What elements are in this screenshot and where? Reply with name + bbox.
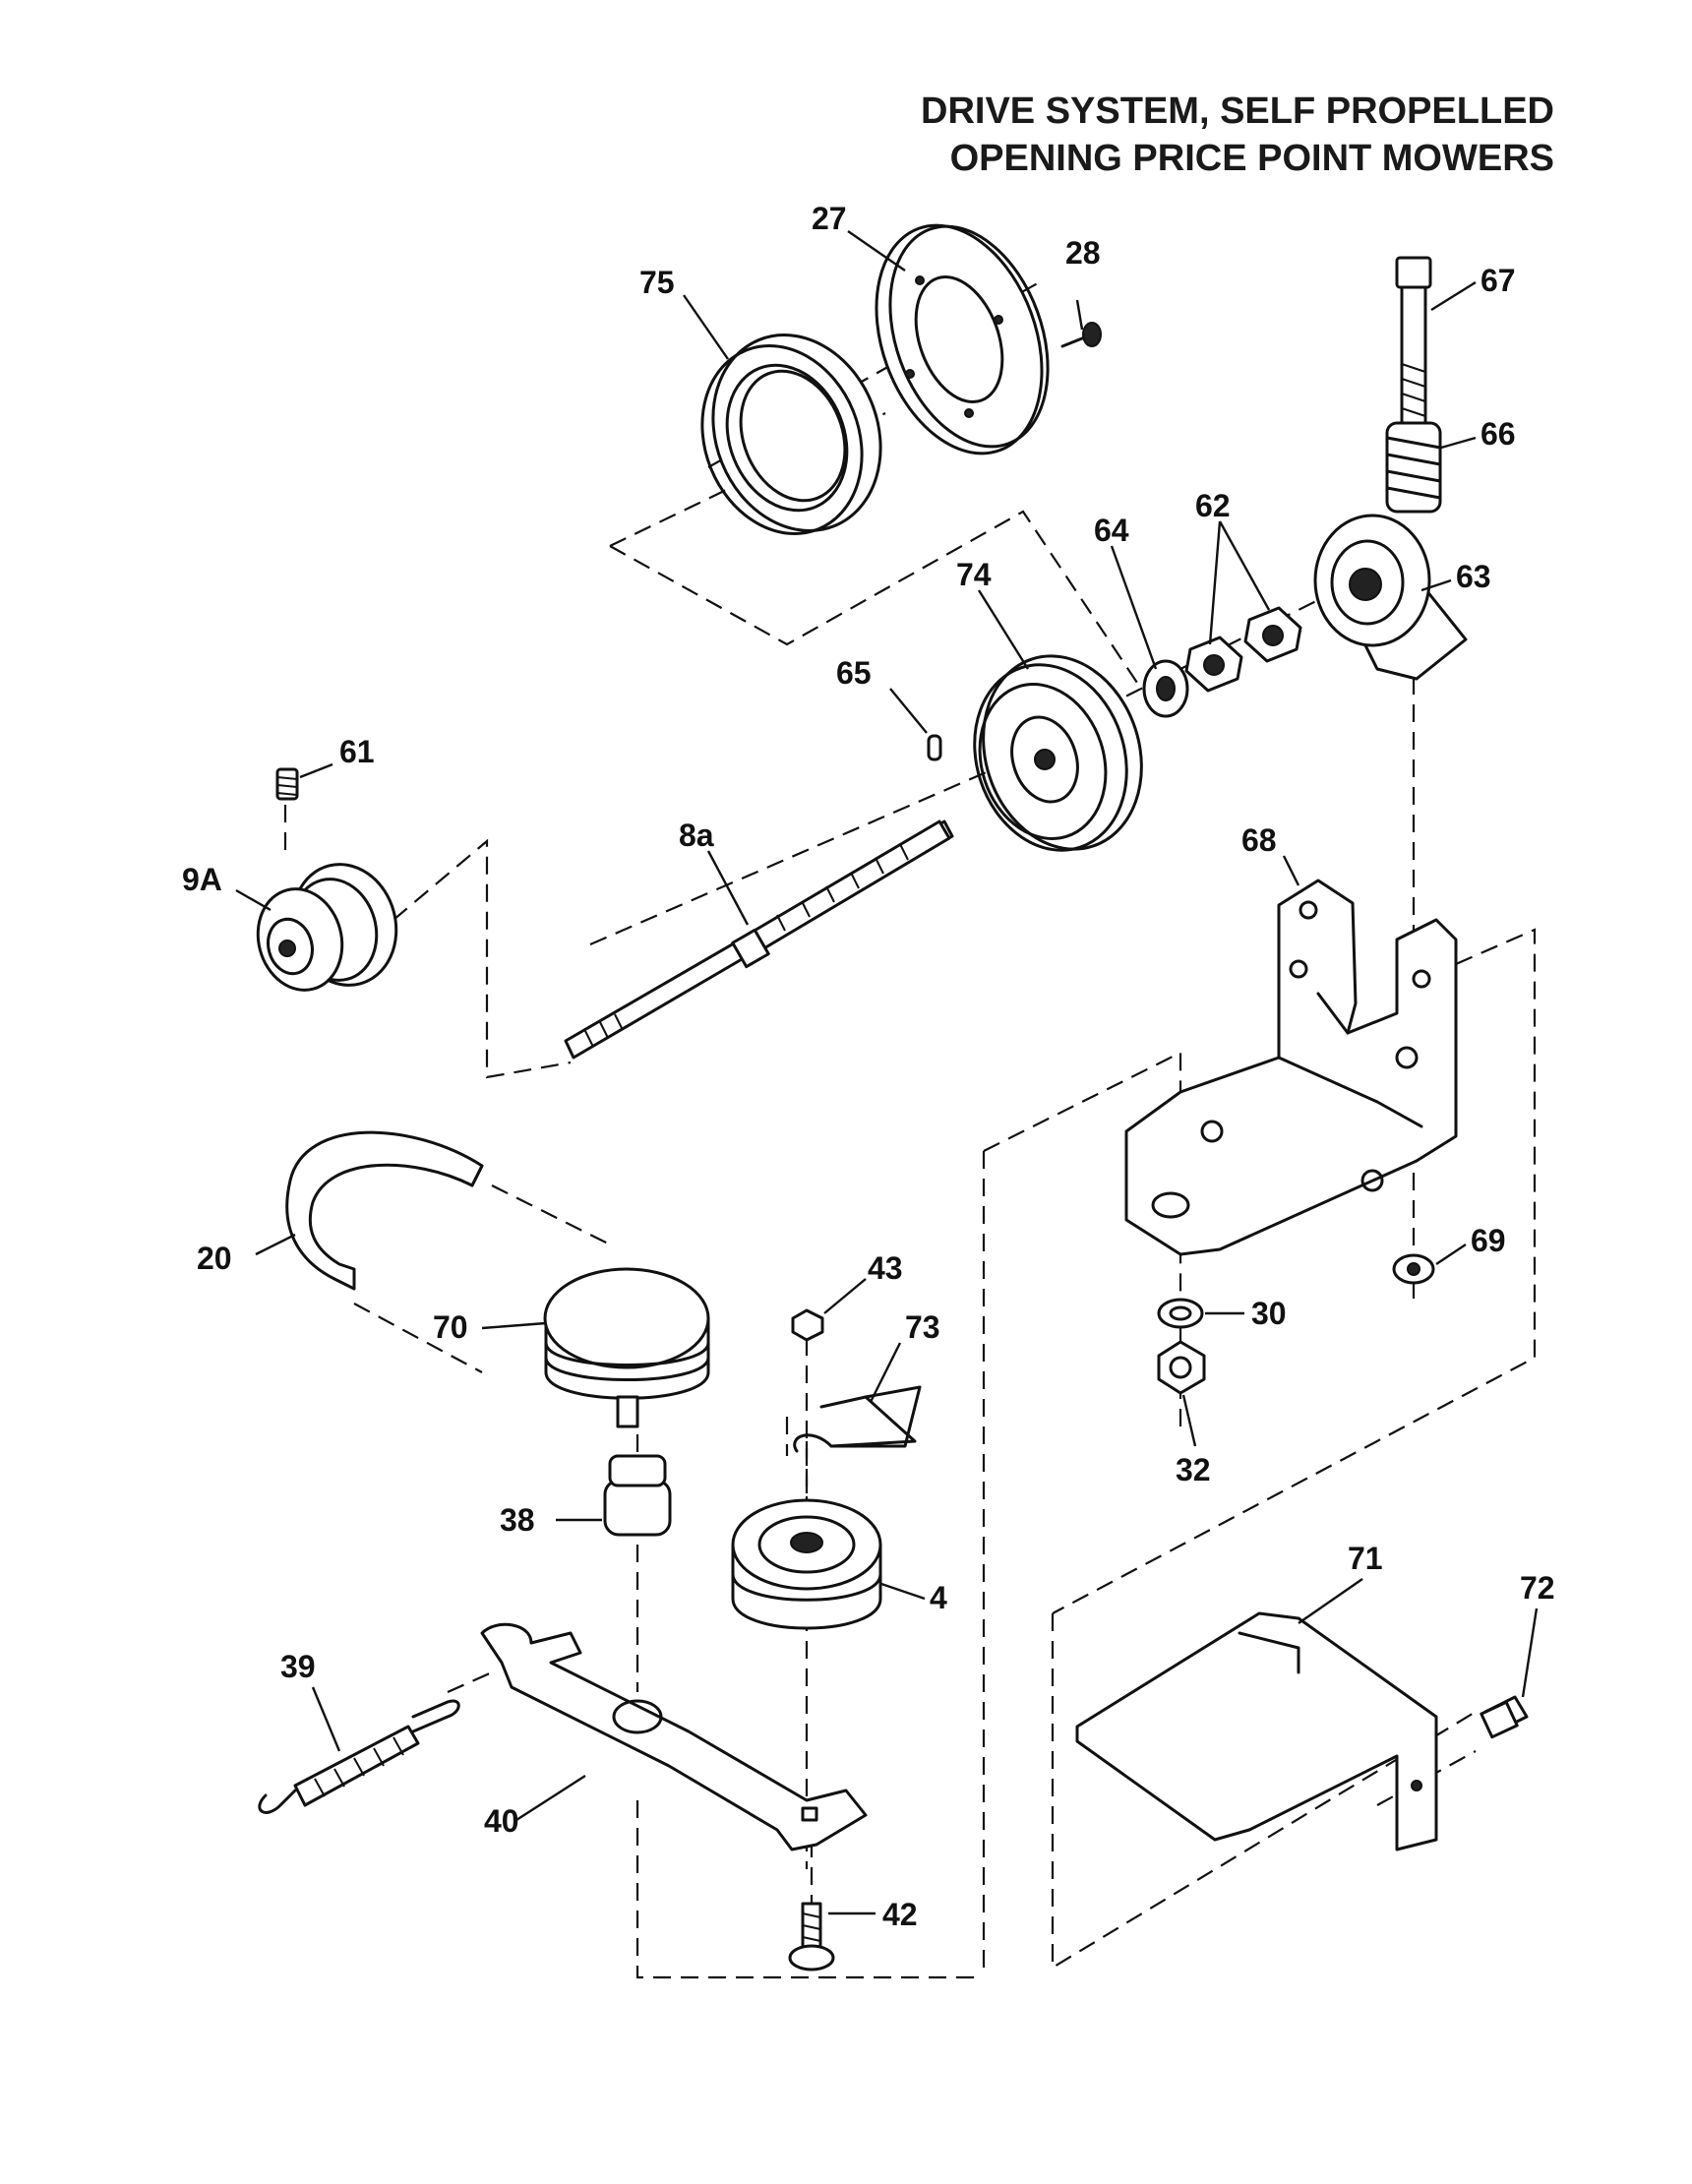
callout-70: 70 [433, 1309, 468, 1345]
callout-68: 68 [1241, 822, 1277, 858]
part-30-lock-washer [1157, 1298, 1204, 1329]
callout-38: 38 [500, 1502, 535, 1538]
callout-43: 43 [868, 1250, 903, 1286]
callout-66: 66 [1480, 416, 1516, 452]
part-28-screw [1060, 322, 1102, 348]
part-71-plate-bracket [1075, 1611, 1438, 1851]
callout-61: 61 [339, 734, 375, 769]
callout-73: 73 [905, 1309, 940, 1345]
callout-8a: 8a [679, 818, 714, 853]
callout-32: 32 [1176, 1452, 1211, 1487]
callout-64: 64 [1094, 513, 1129, 548]
part-9a-drive-pulley [256, 863, 398, 992]
callout-67: 67 [1480, 263, 1516, 298]
part-8a-drive-shaft [564, 819, 954, 1060]
part-65-key [927, 734, 942, 761]
part-66-spring [1385, 421, 1442, 514]
part-27-flange-plate [875, 223, 1050, 455]
part-72-screw [1480, 1695, 1529, 1739]
part-42-shoulder-bolt [788, 1902, 835, 1972]
diagram-title-line1: DRIVE SYSTEM, SELF PROPELLED [921, 91, 1554, 132]
callout-labels: 27 28 75 67 66 62 64 74 63 65 61 9A 8a 6… [182, 201, 1555, 1932]
callout-30: 30 [1251, 1296, 1287, 1331]
part-73-wire-clip [793, 1385, 922, 1453]
callout-40: 40 [484, 1803, 519, 1839]
part-61-set-screw [275, 767, 299, 801]
part-63-bearing-bracket [1313, 514, 1468, 681]
diagram-title-line2: OPENING PRICE POINT MOWERS [950, 138, 1554, 179]
callout-65: 65 [836, 655, 872, 691]
part-43-nut [791, 1308, 824, 1342]
part-40-idler-arm [480, 1622, 868, 1851]
part-69-flange-nut [1392, 1253, 1435, 1285]
part-67-bolt [1395, 256, 1432, 425]
part-68-mounting-bracket [1124, 879, 1458, 1256]
callout-9a: 9A [182, 862, 222, 897]
part-39-extension-spring [258, 1699, 460, 1814]
part-62-nuts [1184, 606, 1302, 693]
callout-71: 71 [1348, 1541, 1383, 1576]
callout-4: 4 [930, 1580, 947, 1615]
part-32-hex-nut [1157, 1340, 1206, 1395]
callout-72: 72 [1520, 1570, 1555, 1606]
part-64-lock-washer [1142, 659, 1189, 718]
callout-69: 69 [1471, 1223, 1506, 1258]
callout-42: 42 [882, 1897, 918, 1932]
callout-leader-lines [235, 230, 1539, 1915]
callout-75: 75 [639, 265, 675, 300]
part-74-pulley [973, 654, 1143, 852]
part-38-spacer [603, 1454, 672, 1537]
callout-39: 39 [280, 1649, 316, 1684]
part-70-idler-drum [543, 1267, 710, 1428]
callout-27: 27 [812, 201, 847, 236]
part-20-belt-guard [285, 1130, 484, 1291]
callout-62: 62 [1195, 488, 1231, 523]
part-4-v-pulley [731, 1498, 882, 1630]
callout-28: 28 [1065, 235, 1101, 271]
part-75-seal-ring [700, 334, 882, 535]
callout-20: 20 [197, 1241, 232, 1276]
callout-63: 63 [1456, 559, 1491, 594]
callout-74: 74 [956, 557, 992, 592]
